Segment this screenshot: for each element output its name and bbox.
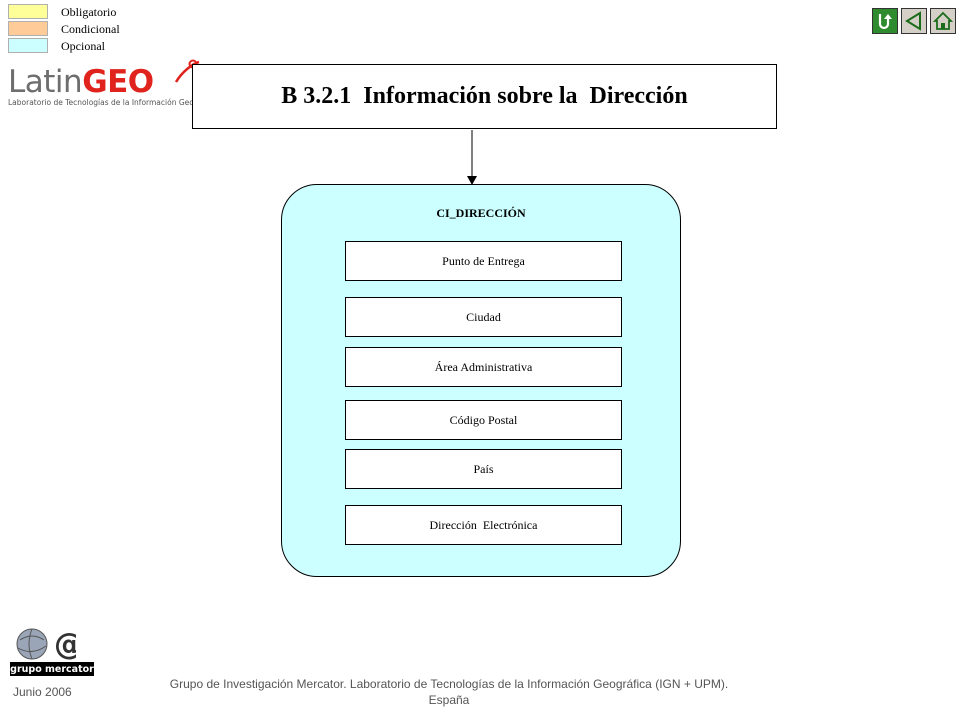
attribute-ciudad: Ciudad bbox=[345, 297, 622, 337]
svg-text:@: @ bbox=[54, 627, 76, 662]
home-button[interactable] bbox=[930, 8, 956, 34]
return-icon bbox=[878, 14, 892, 30]
page-title: B 3.2.1 Información sobre la Dirección bbox=[281, 83, 688, 109]
nav-buttons bbox=[872, 8, 956, 34]
globe-at-icon: @ bbox=[16, 627, 76, 662]
home-icon bbox=[933, 11, 953, 30]
logo-word-geo: GEO bbox=[82, 64, 154, 100]
footer-date: Junio 2006 bbox=[13, 685, 72, 699]
logo-wordmark: LatinGEO bbox=[8, 64, 154, 100]
logo-word-latin: Latin bbox=[8, 64, 83, 100]
attribute-pais: País bbox=[345, 449, 622, 489]
latingeo-logo: LatinGEO Laboratorio de Tecnologías de l… bbox=[6, 59, 220, 110]
footer-credit: Grupo de Investigación Mercator. Laborat… bbox=[140, 676, 758, 708]
attribute-codigo-postal: Código Postal bbox=[345, 400, 622, 440]
legend-swatch-condicional bbox=[8, 21, 48, 36]
legend-swatch-obligatorio bbox=[8, 4, 48, 19]
grupo-mercator-logo: @ grupo mercator bbox=[10, 624, 96, 676]
legend-swatch-opcional bbox=[8, 38, 48, 53]
class-box-ci-direccion: CI_DIRECCIÓN Punto de Entrega Ciudad Áre… bbox=[281, 184, 681, 577]
legend-label: Condicional bbox=[61, 22, 120, 36]
class-name: CI_DIRECCIÓN bbox=[436, 206, 526, 220]
back-triangle-icon bbox=[905, 11, 921, 31]
legend-label: Opcional bbox=[61, 39, 105, 53]
attribute-punto-de-entrega: Punto de Entrega bbox=[345, 241, 622, 281]
title-box: B 3.2.1 Información sobre la Dirección bbox=[192, 64, 777, 129]
back-button[interactable] bbox=[901, 8, 927, 34]
logo-subtitle: Laboratorio de Tecnologías de la Informa… bbox=[8, 98, 220, 107]
footer-credit-line2: España bbox=[428, 693, 470, 707]
footer-logo-text: grupo mercator bbox=[10, 662, 94, 676]
legend-label: Obligatorio bbox=[61, 5, 117, 19]
return-button[interactable] bbox=[872, 8, 898, 34]
attribute-direccion-electronica: Dirección Electrónica bbox=[345, 505, 622, 545]
footer-credit-line1: Grupo de Investigación Mercator. Laborat… bbox=[169, 677, 729, 691]
attribute-area-administrativa: Área Administrativa bbox=[345, 347, 622, 387]
